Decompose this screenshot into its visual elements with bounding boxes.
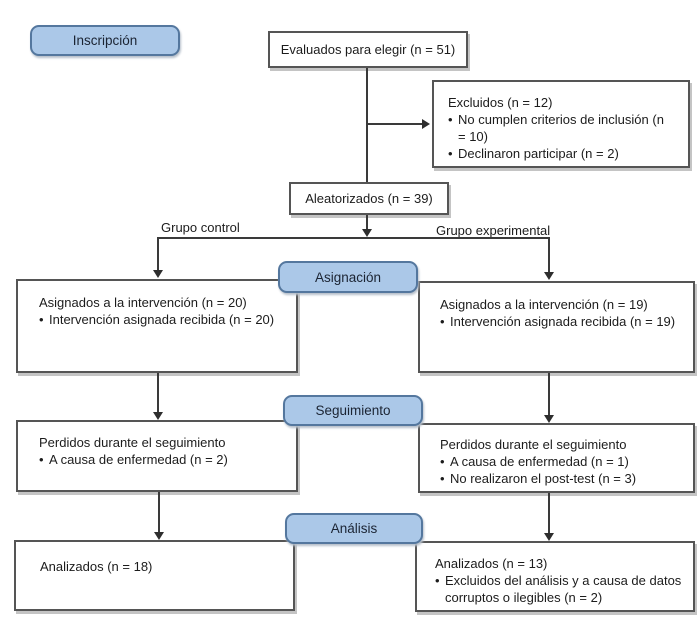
arrowhead-experimental-analysis bbox=[544, 533, 554, 541]
node-experimental-allocated: Asignados a la intervención (n = 19) Int… bbox=[418, 281, 695, 373]
node-experimental-analyzed-item: Excluidos del análisis y a causa de dato… bbox=[435, 572, 689, 606]
stage-label-followup: Seguimiento bbox=[283, 395, 423, 426]
node-experimental-followup-title: Perdidos durante el seguimiento bbox=[440, 437, 627, 452]
node-control-allocated: Asignados a la intervención (n = 20) Int… bbox=[16, 279, 298, 373]
arrowhead-control-allocated bbox=[153, 270, 163, 278]
stage-label-analysis: Análisis bbox=[285, 513, 423, 544]
stage-label-enrollment: Inscripción bbox=[30, 25, 180, 56]
branch-line bbox=[157, 237, 550, 239]
node-experimental-allocated-item: Intervención asignada recibida (n = 19) bbox=[440, 313, 687, 330]
node-control-followup: Perdidos durante el seguimiento A causa … bbox=[16, 420, 298, 492]
node-control-followup-item: A causa de enfermedad (n = 2) bbox=[39, 451, 288, 468]
connector-control-analysis bbox=[158, 492, 160, 532]
arrowhead-branch bbox=[362, 229, 372, 237]
node-experimental-followup-item: A causa de enfermedad (n = 1) bbox=[440, 453, 687, 470]
arrowhead-experimental-allocated bbox=[544, 272, 554, 280]
node-assessed: Evaluados para elegir (n = 51) bbox=[268, 31, 468, 68]
connector-control-followup bbox=[157, 373, 159, 413]
node-experimental-analyzed-title: Analizados (n = 13) bbox=[435, 556, 548, 571]
connector-experimental-followup bbox=[548, 373, 550, 416]
node-excluded: Excluidos (n = 12) No cumplen criterios … bbox=[432, 80, 690, 168]
connector-randomized-branch bbox=[366, 215, 368, 231]
node-randomized: Aleatorizados (n = 39) bbox=[289, 182, 449, 215]
node-experimental-allocated-title: Asignados a la intervención (n = 19) bbox=[440, 297, 648, 312]
branch-label-experimental: Grupo experimental bbox=[436, 223, 551, 238]
connector-branch-control bbox=[157, 237, 159, 270]
node-control-followup-title: Perdidos durante el seguimiento bbox=[39, 435, 226, 450]
node-experimental-analyzed: Analizados (n = 13) Excluidos del anális… bbox=[415, 541, 695, 612]
connector-branch-experimental bbox=[548, 237, 550, 272]
arrowhead-excluded bbox=[422, 119, 430, 129]
node-experimental-followup: Perdidos durante el seguimiento A causa … bbox=[418, 423, 695, 493]
connector-experimental-analysis bbox=[548, 493, 550, 533]
connector-assessed-randomized bbox=[366, 68, 368, 182]
branch-label-control: Grupo control bbox=[161, 220, 240, 235]
arrowhead-control-followup bbox=[153, 412, 163, 420]
node-excluded-item: No cumplen criterios de inclusión (n = 1… bbox=[448, 111, 668, 145]
node-control-allocated-item: Intervención asignada recibida (n = 20) bbox=[39, 311, 288, 328]
node-control-allocated-title: Asignados a la intervención (n = 20) bbox=[39, 295, 247, 310]
node-control-analyzed-title: Analizados (n = 18) bbox=[40, 559, 153, 574]
node-excluded-item: Declinaron participar (n = 2) bbox=[448, 145, 668, 162]
node-control-analyzed: Analizados (n = 18) bbox=[14, 540, 295, 611]
arrowhead-control-analysis bbox=[154, 532, 164, 540]
node-experimental-followup-item: No realizaron el post-test (n = 3) bbox=[440, 470, 687, 487]
arrowhead-experimental-followup bbox=[544, 415, 554, 423]
stage-label-allocation: Asignación bbox=[278, 261, 418, 293]
connector-to-excluded bbox=[366, 123, 422, 125]
node-excluded-title: Excluidos (n = 12) bbox=[448, 95, 553, 110]
